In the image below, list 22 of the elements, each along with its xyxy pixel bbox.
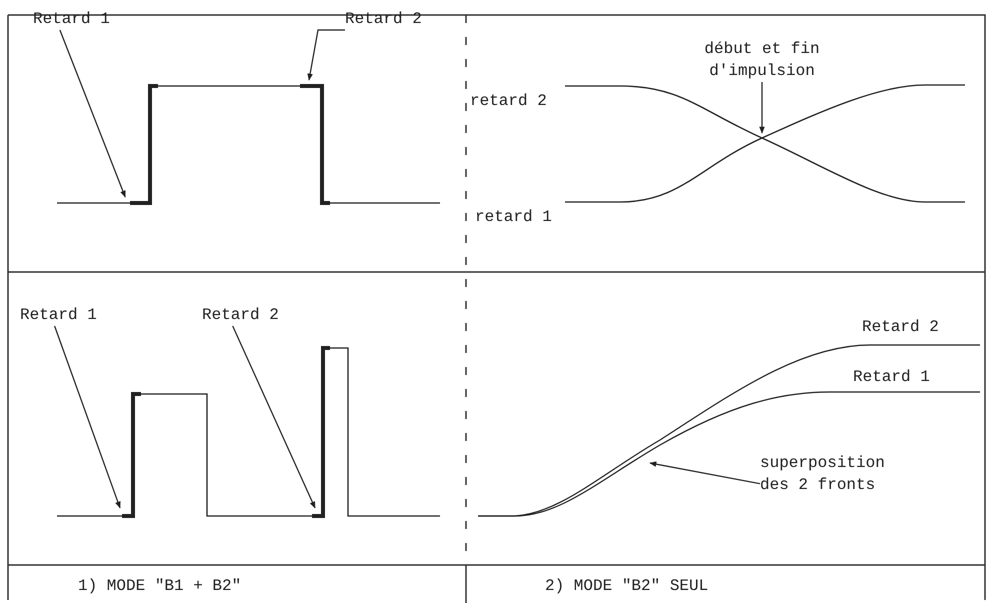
callout-label: Retard 2	[202, 304, 279, 326]
curve-label: retard 2	[470, 91, 547, 112]
pulse-waveform	[57, 346, 440, 518]
rising-curves	[478, 344, 980, 517]
curve-label: Retard 1	[853, 367, 930, 388]
leader-line	[759, 82, 765, 134]
mode-caption: 1) MODE "B1 + B2"	[78, 576, 242, 597]
curve-label: Retard 2	[862, 317, 939, 338]
curve-label: retard 1	[475, 207, 552, 228]
leader-line	[54, 326, 121, 509]
leader-line	[649, 461, 760, 484]
pulse-waveform	[57, 84, 440, 205]
leader-line	[307, 29, 345, 81]
crossing-curves	[565, 84, 965, 203]
leader-line	[232, 326, 316, 509]
callout-label: Retard 1	[33, 8, 110, 30]
callout-label: Retard 1	[20, 304, 97, 326]
leader-line	[59, 30, 126, 198]
callout-label: superposition des 2 fronts	[760, 452, 900, 496]
mode-caption: 2) MODE "B2" SEUL	[545, 576, 708, 597]
callout-label: début et fin d'impulsion	[692, 38, 832, 82]
callout-label: Retard 2	[345, 8, 422, 30]
